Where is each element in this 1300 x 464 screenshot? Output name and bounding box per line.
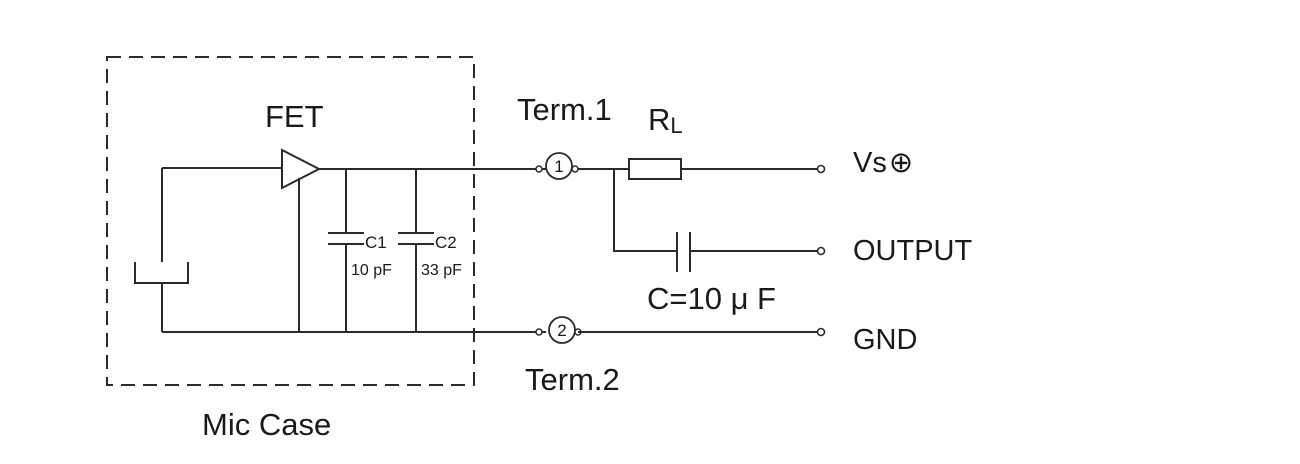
gnd-label: GND — [853, 324, 917, 356]
c2-capacitor — [398, 169, 434, 332]
c1-name: C1 — [365, 233, 387, 252]
term1-number: 1 — [554, 157, 563, 176]
mic-case-boundary — [106, 56, 475, 386]
term1-circle — [545, 152, 573, 180]
term2-number: 2 — [557, 321, 566, 340]
gnd-terminal — [816, 327, 826, 337]
mic-case-label: Mic Case — [202, 407, 331, 442]
output-label: OUTPUT — [853, 235, 973, 267]
vs-terminal — [816, 164, 826, 174]
output-terminal — [816, 246, 826, 256]
term1-label: Term.1 — [517, 92, 612, 127]
term2-label: Term.2 — [525, 362, 620, 397]
vs-label: Vs⊕ — [853, 147, 913, 179]
output-branch-wire — [613, 169, 677, 252]
fet-symbol — [281, 148, 322, 190]
c1-capacitor — [328, 169, 364, 332]
c1-value: 10 pF — [351, 262, 392, 279]
fet-label: FET — [265, 99, 324, 134]
c2-name: C2 — [435, 233, 457, 252]
term1-dot-left — [535, 165, 543, 173]
output-capacitor — [676, 232, 691, 272]
load-resistor — [628, 158, 682, 180]
electret-element — [134, 168, 189, 332]
term1-dot-right — [571, 165, 579, 173]
term2-dot-left — [535, 328, 543, 336]
rl-label: RL — [648, 102, 683, 138]
output-capacitor-label: C=10 μ F — [647, 281, 776, 316]
c2-value: 33 pF — [421, 262, 462, 279]
